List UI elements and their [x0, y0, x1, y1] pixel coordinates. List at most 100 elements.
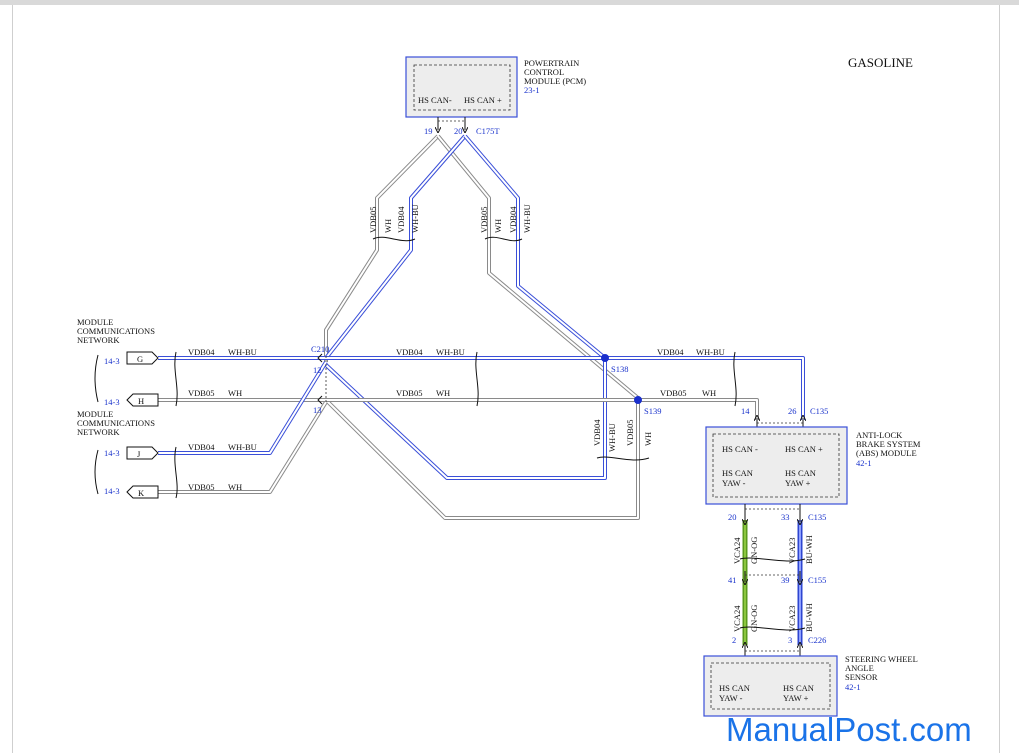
twisted-pair-markers [174, 236, 806, 631]
pcm-pin-high: HS CAN + [464, 95, 502, 105]
page-frame [12, 5, 1000, 753]
h-ref: 14-3 [104, 397, 120, 407]
left-wire-label-wh: WH [383, 219, 393, 233]
swas-yaw-high-2: YAW + [783, 693, 809, 703]
abs-top-connector: C135 [810, 406, 828, 416]
right-wire-label-whbu: WH-BU [522, 204, 532, 233]
c226-connector: C226 [808, 635, 826, 645]
abs-ref: 42-1 [856, 458, 872, 468]
wire-j-color: WH-BU [228, 442, 257, 452]
connector-h-letter: H [138, 396, 144, 406]
abs-yaw-low-2: YAW - [722, 478, 746, 488]
wire-right-color-whbu: WH-BU [696, 347, 725, 357]
vlabel-whbu: WH-BU [607, 423, 617, 452]
abs-name-2: BRAKE SYSTEM [856, 439, 921, 449]
swas-yaw-low-2: YAW - [719, 693, 743, 703]
swas-yaw-low-1: HS CAN [719, 683, 750, 693]
viewer-top-bar [0, 0, 1019, 5]
left-wire-label-vdb05: VDB05 [368, 207, 378, 233]
swas-ref: 42-1 [845, 682, 861, 692]
abs-bot-connector: C135 [808, 512, 826, 522]
network2-label-1: MODULE [77, 409, 113, 419]
connector-j-letter: J [137, 449, 141, 459]
connector-g-letter: G [137, 354, 143, 364]
yaw-gnog-lower: GN-OG [749, 605, 759, 632]
wire-right-color-wh: WH [702, 388, 716, 398]
splice-s139 [634, 396, 642, 404]
j-ref: 14-3 [104, 448, 120, 458]
yaw-buwh-lower: BU-WH [804, 603, 814, 632]
wire-j-circuit: VDB04 [188, 442, 215, 452]
wire-g-color: WH-BU [228, 347, 257, 357]
abs-bot-pin-33: 33 [781, 512, 790, 522]
swas-name-2: ANGLE [845, 663, 874, 673]
c210-label: C210 [311, 344, 329, 354]
pcm-pin-20: 20 [454, 126, 463, 136]
abs-top-pin-14: 14 [741, 406, 750, 416]
abs-name-3: (ABS) MODULE [856, 448, 917, 458]
abs-inner-box [712, 433, 840, 498]
abs-yaw-high-2: YAW + [785, 478, 811, 488]
abs-pin-low: HS CAN - [722, 444, 758, 454]
right-wire-label-wh: WH [493, 219, 503, 233]
left-wire-label-vdb04: VDB04 [396, 206, 406, 233]
vlabel-wh: WH [643, 432, 653, 446]
c210-arrow-12 [317, 353, 323, 363]
pcm-name-1: POWERTRAIN [524, 58, 579, 68]
network2-bracket [94, 449, 99, 495]
network2-label-2: COMMUNICATIONS [77, 418, 155, 428]
splice-s138-label: S138 [611, 364, 628, 374]
wire-k-color: WH [228, 482, 242, 492]
connector-g [126, 351, 159, 365]
c155-pin-41: 41 [728, 575, 737, 585]
wire-mid-circuit-04: VDB04 [396, 347, 423, 357]
c210-pin-12: 12 [313, 365, 322, 375]
pcm-connector: C175T [476, 126, 500, 136]
yaw-vca23-lower: VCA23 [787, 606, 797, 632]
swas-name-1: STEERING WHEEL [845, 654, 918, 664]
watermark: ManualPost.com [726, 711, 972, 748]
connector-k-letter: K [138, 488, 145, 498]
k-ref: 14-3 [104, 486, 120, 496]
splice-s138 [601, 354, 609, 362]
abs-top-pin-26: 26 [788, 406, 797, 416]
abs-bot-pin-20: 20 [728, 512, 737, 522]
abs-name-1: ANTI-LOCK [856, 430, 903, 440]
c226-pin-3: 3 [788, 635, 792, 645]
yaw-vca23-upper: VCA23 [787, 538, 797, 564]
c155-connector: C155 [808, 575, 826, 585]
wire-k-circuit: VDB05 [188, 482, 214, 492]
abs-yaw-low-1: HS CAN [722, 468, 753, 478]
splice-s139-label: S139 [644, 406, 661, 416]
vlabel-vdb04: VDB04 [592, 419, 602, 446]
yaw-vca24-upper: VCA24 [732, 537, 742, 564]
swas-module-box [703, 655, 838, 717]
c155-pin-39: 39 [781, 575, 790, 585]
wire-g-circuit: VDB04 [188, 347, 215, 357]
wire-h-circuit: VDB05 [188, 388, 214, 398]
diagram-title: GASOLINE [848, 55, 913, 70]
wire-right-circuit-05: VDB05 [660, 388, 686, 398]
network1-label-1: MODULE [77, 317, 113, 327]
pcm-inner-box [413, 64, 511, 111]
harness-wires [158, 134, 805, 645]
pcm-module-box [405, 56, 518, 118]
yaw-buwh-upper: BU-WH [804, 535, 814, 564]
yaw-gnog-upper: GN-OG [749, 537, 759, 564]
pcm-ref: 23-1 [524, 85, 540, 95]
vlabel-vdb05: VDB05 [625, 420, 635, 446]
yaw-vca24-lower: VCA24 [732, 605, 742, 632]
abs-module-box [705, 426, 848, 505]
abs-yaw-high-1: HS CAN [785, 468, 816, 478]
pcm-pin-19: 19 [424, 126, 433, 136]
wire-mid-circuit-05: VDB05 [396, 388, 422, 398]
pcm-name-2: CONTROL [524, 67, 564, 77]
connector-h [126, 393, 159, 407]
pcm-pin-low: HS CAN- [418, 95, 452, 105]
left-wire-label-whbu: WH-BU [410, 204, 420, 233]
network1-bracket [94, 354, 99, 403]
network2-label-3: NETWORK [77, 427, 120, 437]
swas-inner-box [710, 662, 831, 710]
c210-pin-13: 13 [313, 405, 322, 415]
